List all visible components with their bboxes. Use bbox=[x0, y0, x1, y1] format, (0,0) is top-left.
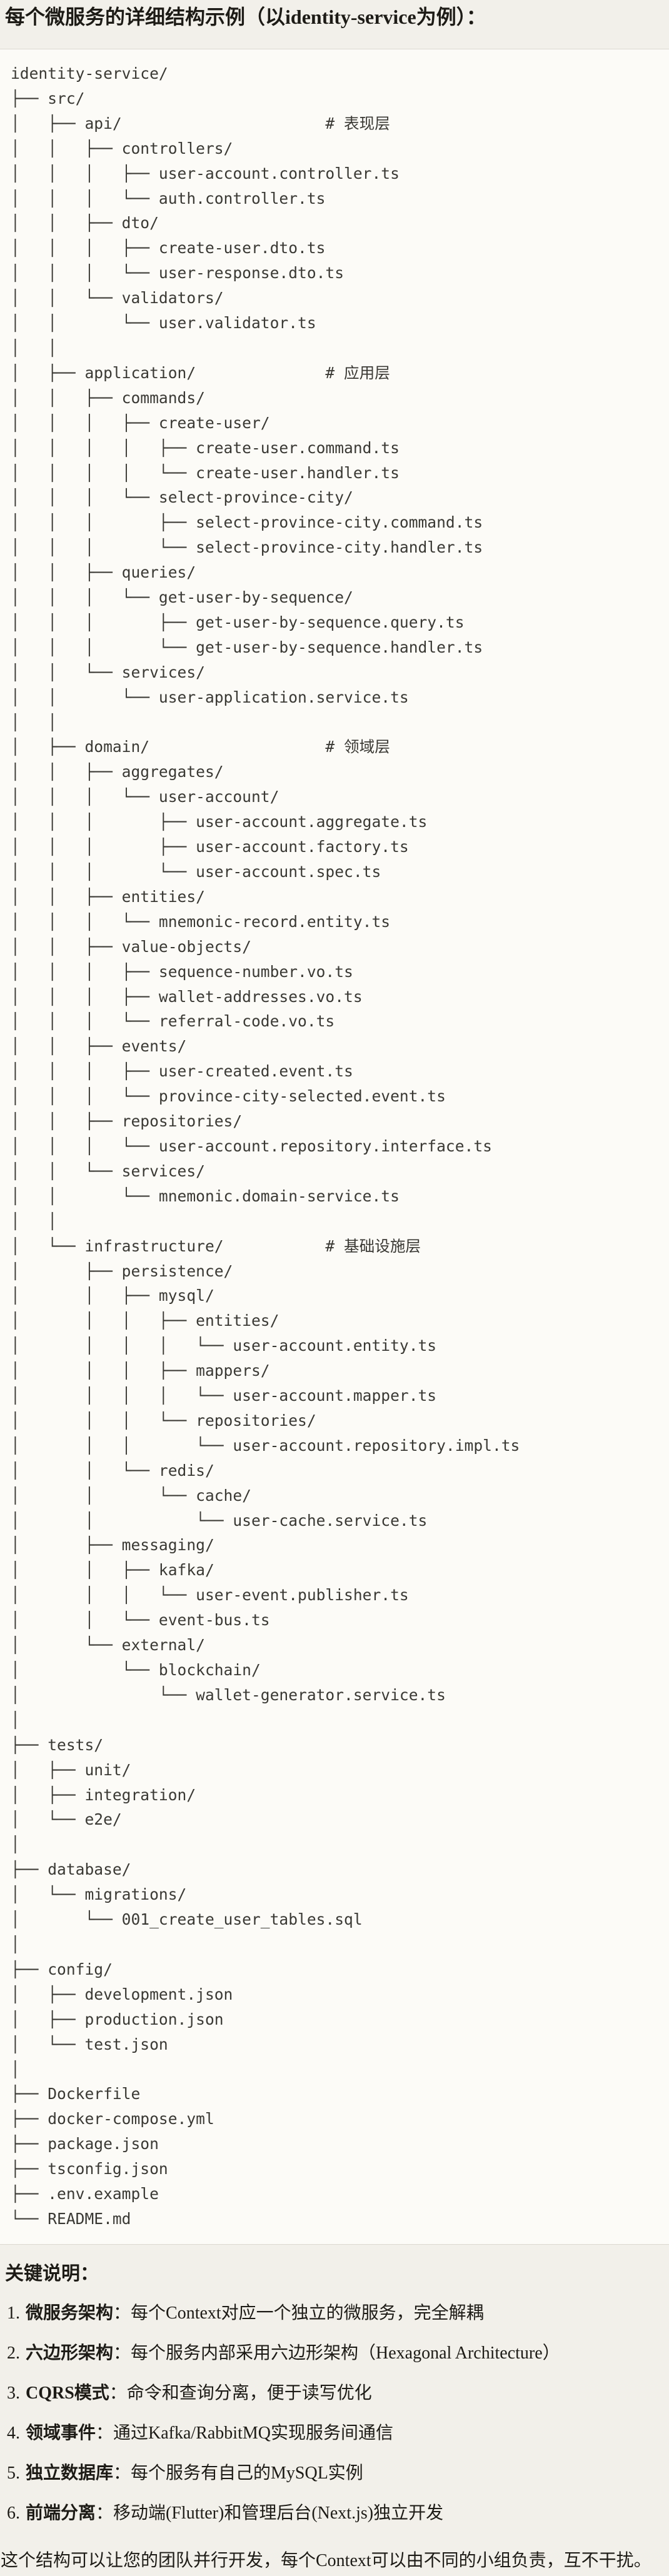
footer-note: 这个结构可以让您的团队并行开发，每个Context可以由不同的小组负责，互不干扰… bbox=[1, 2550, 651, 2570]
item-desc: ：每个Context对应一个独立的微服务，完全解耦 bbox=[113, 2303, 484, 2323]
item-desc: ：通过Kafka/RabbitMQ实现服务间通信 bbox=[96, 2423, 393, 2443]
item-number: 1. bbox=[7, 2303, 20, 2323]
item-term: 领域事件 bbox=[26, 2423, 96, 2443]
item-number: 4. bbox=[7, 2423, 20, 2443]
list-item: 3. CQRS模式：命令和查询分离，便于读写优化 bbox=[7, 2382, 664, 2405]
item-desc: ：移动端(Flutter)和管理后台(Next.js)独立开发 bbox=[96, 2503, 444, 2523]
item-term: 前端分离 bbox=[26, 2503, 96, 2523]
item-number: 2. bbox=[7, 2343, 20, 2363]
notes-heading: 关键说明： bbox=[5, 2263, 99, 2284]
item-term: 独立数据库 bbox=[26, 2463, 114, 2483]
item-term: CQRS模式 bbox=[26, 2383, 109, 2403]
notes-section: 关键说明： 1. 微服务架构：每个Context对应一个独立的微服务，完全解耦 2.… bbox=[0, 2263, 669, 2573]
list-item: 5. 独立数据库：每个服务有自己的MySQL实例 bbox=[7, 2462, 664, 2485]
tree-pre: identity-service/ ├── src/ │ ├── api/ # … bbox=[11, 64, 520, 2228]
item-term: 六边形架构 bbox=[26, 2343, 114, 2363]
item-term: 微服务架构 bbox=[26, 2303, 114, 2323]
list-item: 6. 前端分离：移动端(Flutter)和管理后台(Next.js)独立开发 bbox=[7, 2502, 664, 2525]
page-title: 每个微服务的详细结构示例（以identity-service为例）： bbox=[5, 6, 486, 28]
code-block: identity-service/ ├── src/ │ ├── api/ # … bbox=[0, 49, 669, 2245]
item-desc: ：命令和查询分离，便于读写优化 bbox=[109, 2383, 372, 2403]
item-number: 3. bbox=[7, 2383, 20, 2403]
item-desc: ：每个服务有自己的MySQL实例 bbox=[113, 2463, 363, 2483]
item-number: 6. bbox=[7, 2503, 20, 2523]
item-number: 5. bbox=[7, 2463, 20, 2483]
list-item: 2. 六边形架构：每个服务内部采用六边形架构（Hexagonal Architec… bbox=[7, 2342, 664, 2365]
list-item: 4. 领域事件：通过Kafka/RabbitMQ实现服务间通信 bbox=[7, 2422, 664, 2445]
list-item: 1. 微服务架构：每个Context对应一个独立的微服务，完全解耦 bbox=[7, 2302, 664, 2325]
item-desc: ：每个服务内部采用六边形架构（Hexagonal Architecture） bbox=[113, 2343, 560, 2363]
